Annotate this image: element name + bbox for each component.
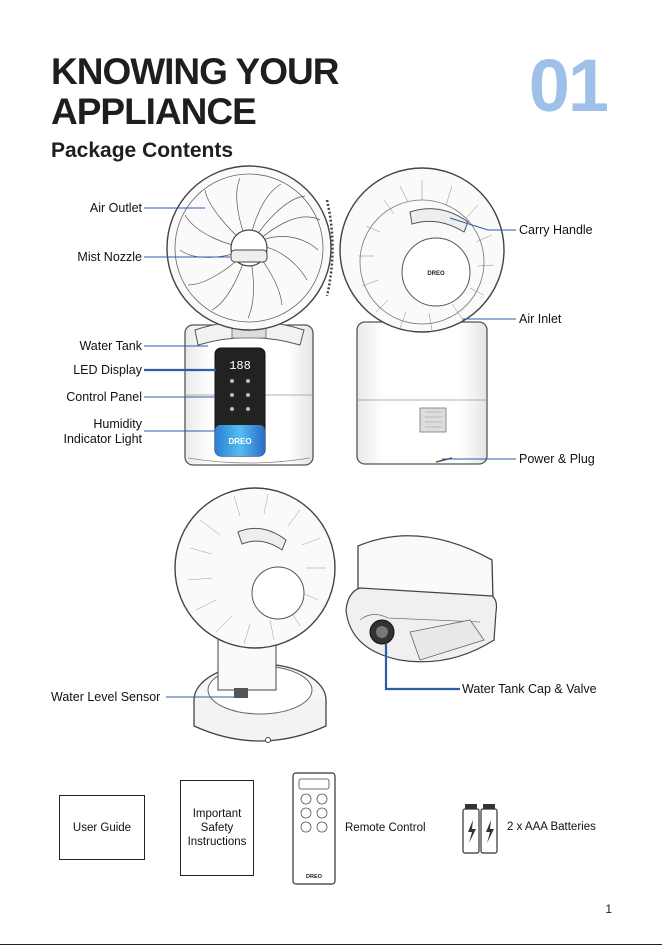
lightning-icon: [486, 820, 494, 843]
user-guide-booklet: User Guide: [59, 795, 145, 860]
label-humidity-indicator: Humidity Indicator Light: [63, 417, 142, 447]
safety-line-1: Important: [192, 808, 242, 820]
safety-line-3: Instructions: [187, 836, 247, 848]
label-power-plug: Power & Plug: [519, 452, 595, 466]
footer-divider: [0, 944, 662, 945]
lightning-icon: [468, 820, 476, 843]
timer-icon: [246, 407, 250, 411]
label-remote-control: Remote Control: [345, 822, 426, 834]
label-control-panel: Control Panel: [66, 390, 142, 404]
heading-line-2: APPLIANCE: [51, 91, 257, 132]
section-title: Package Contents: [51, 139, 234, 162]
display-brand: DREO: [228, 437, 251, 446]
label-air-inlet: Air Inlet: [519, 312, 562, 326]
humidity-icon: [246, 393, 250, 397]
remote-brand: DREO: [306, 874, 323, 880]
display-digits: 188: [229, 359, 251, 373]
power-icon: [230, 379, 234, 383]
fan-icon: [230, 393, 234, 397]
label-batteries: 2 x AAA Batteries: [507, 821, 596, 833]
remote-control-illustration: DREO: [292, 772, 336, 885]
rear-brand: DREO: [427, 271, 445, 277]
fan-front-view: DREO 188: [166, 165, 334, 466]
water-tank-view: [345, 535, 498, 663]
safety-instructions-booklet: Important Safety Instructions: [180, 780, 254, 876]
label-mist-nozzle: Mist Nozzle: [77, 250, 142, 264]
label-humidity-line-2: Indicator Light: [63, 432, 142, 446]
user-guide-label: User Guide: [72, 821, 132, 834]
chapter-heading: KNOWING YOUR APPLIANCE: [51, 51, 339, 132]
batteries-illustration: [462, 804, 498, 854]
page-number: 1: [605, 902, 612, 916]
label-led-display: LED Display: [73, 363, 142, 377]
mode-icon: [246, 379, 250, 383]
heading-line-1: KNOWING YOUR: [51, 51, 339, 92]
chapter-number: 01: [528, 44, 609, 127]
label-tank-cap-valve: Water Tank Cap & Valve: [462, 682, 597, 696]
label-humidity-line-1: Humidity: [93, 417, 142, 431]
swing-icon: [230, 407, 234, 411]
label-air-outlet: Air Outlet: [89, 201, 142, 215]
fan-rear-view: DREO: [339, 167, 505, 465]
label-water-tank: Water Tank: [79, 339, 142, 353]
callout-leader-lines: [144, 207, 516, 698]
safety-line-2: Safety: [200, 822, 234, 834]
label-water-level-sensor: Water Level Sensor: [51, 690, 161, 704]
fan-base-view: [174, 487, 336, 743]
label-carry-handle: Carry Handle: [519, 223, 593, 237]
water-level-sensor: [234, 688, 248, 698]
